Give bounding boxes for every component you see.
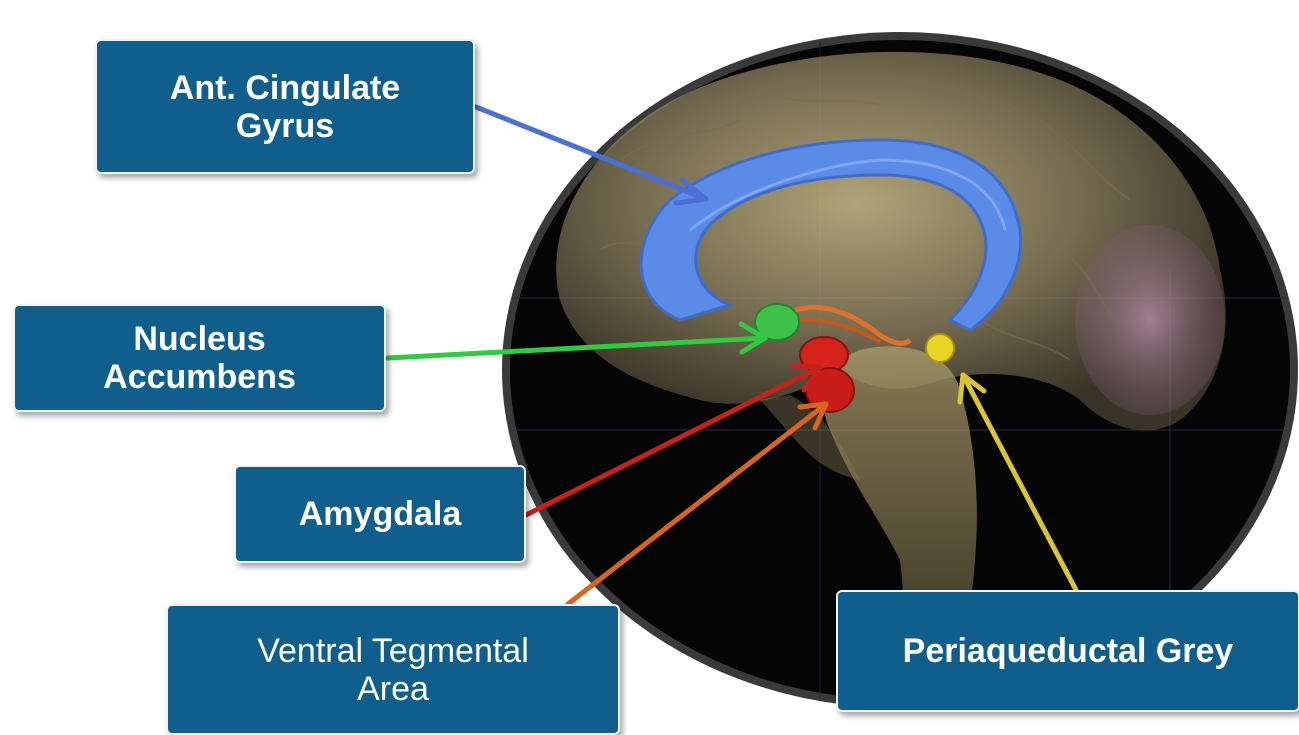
- label-periaqueductal: Periaqueductal Grey: [836, 590, 1299, 712]
- label-periaqueductal-text: Periaqueductal Grey: [903, 632, 1234, 670]
- label-ventral-tegmental: Ventral Tegmental Area: [166, 604, 620, 735]
- periaqueductal-grey: [926, 334, 954, 362]
- label-nucleus-accumbens: Nucleus Accumbens: [13, 304, 386, 412]
- label-nucleus-accumbens-text: Nucleus Accumbens: [103, 320, 296, 396]
- label-anterior-cingulate: Ant. Cingulate Gyrus: [95, 39, 475, 174]
- label-ventral-tegmental-text: Ventral Tegmental Area: [257, 632, 529, 708]
- label-amygdala: Amygdala: [234, 465, 526, 563]
- label-amygdala-text: Amygdala: [299, 495, 462, 533]
- label-anterior-cingulate-text: Ant. Cingulate Gyrus: [170, 69, 400, 145]
